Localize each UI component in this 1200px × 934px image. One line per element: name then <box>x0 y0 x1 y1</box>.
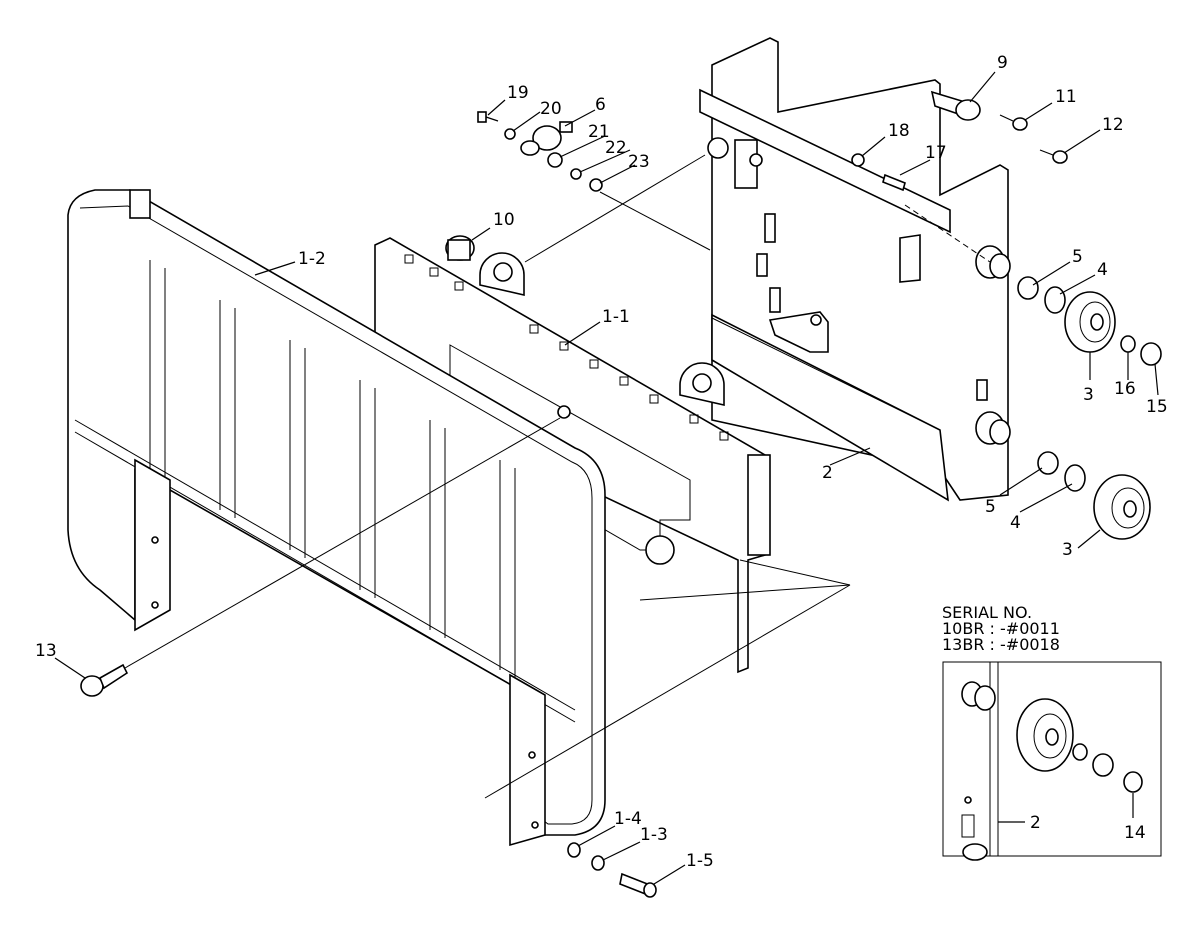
stud-part-17 <box>882 173 906 192</box>
callout-14: 14 <box>1124 823 1146 843</box>
ring-upper-part-5 <box>1017 276 1039 300</box>
spacer-lower-part-4 <box>1064 464 1086 492</box>
bolt-part-19 <box>477 111 499 123</box>
washer-part-16 <box>1120 335 1136 353</box>
callout-3-lower: 3 <box>1062 540 1073 560</box>
callout-20: 20 <box>540 99 562 119</box>
callout-1-3: 1-3 <box>640 825 668 845</box>
washer-part-20 <box>504 128 516 140</box>
roller-upper-part-3 <box>1064 291 1116 353</box>
washer-part-22 <box>570 168 582 180</box>
callout-labels: 19 20 6 21 22 23 9 11 12 18 17 10 1-2 1-… <box>35 53 1168 871</box>
bolt-part-12 <box>1039 149 1068 164</box>
callout-6: 6 <box>595 95 606 115</box>
shaft-part-9 <box>930 90 981 121</box>
bolt-part-1-5 <box>619 872 657 898</box>
callout-19: 19 <box>507 83 529 103</box>
ring-lower-part-5 <box>1037 451 1059 475</box>
callout-18: 18 <box>888 121 910 141</box>
callout-1-5: 1-5 <box>686 851 714 871</box>
callout-17: 17 <box>925 143 947 163</box>
washer-part-23 <box>589 178 603 192</box>
roller-lower-part-3 <box>1093 474 1151 540</box>
callout-22: 22 <box>605 138 627 158</box>
serial-line-13br: 13BR : -#0018 <box>942 635 1060 654</box>
carriage-frame-part-2 <box>699 37 1011 502</box>
callout-1-4: 1-4 <box>614 809 642 829</box>
callout-15: 15 <box>1146 397 1168 417</box>
callout-5-lower: 5 <box>985 497 996 517</box>
callout-2-inset: 2 <box>1030 813 1041 833</box>
bolt-part-11 <box>999 114 1028 131</box>
bushing-part-10 <box>445 235 475 261</box>
callout-10: 10 <box>493 210 515 230</box>
callout-2: 2 <box>822 463 833 483</box>
callout-16: 16 <box>1114 379 1136 399</box>
callout-11: 11 <box>1055 87 1077 107</box>
callout-21: 21 <box>588 122 610 142</box>
cap-part-15 <box>1140 342 1162 366</box>
assembly-lines <box>124 154 851 799</box>
inset-frame <box>942 661 1162 857</box>
serial-line-10br: 10BR : -#0011 <box>942 619 1060 638</box>
serial-title: SERIAL NO. <box>942 603 1032 622</box>
leader-lines <box>54 71 1159 885</box>
nut-part-13-target <box>557 405 571 419</box>
inset-snap-ring-part-14 <box>1123 771 1143 793</box>
callout-5-upper: 5 <box>1072 247 1083 267</box>
callout-9: 9 <box>997 53 1008 73</box>
guard-frame-part-1-2 <box>67 189 606 847</box>
washer-part-1-4 <box>567 842 581 858</box>
washer-part-1-3 <box>591 855 605 871</box>
pin-part-6 <box>520 121 573 156</box>
plate-notches <box>404 254 729 441</box>
inset-roller <box>1016 698 1074 772</box>
callout-3-upper: 3 <box>1083 385 1094 405</box>
bolt-part-13 <box>80 663 129 697</box>
callout-4-lower: 4 <box>1010 513 1021 533</box>
callout-13: 13 <box>35 641 57 661</box>
serial-inset: SERIAL NO. 10BR : -#0011 13BR : -#0018 2… <box>942 603 1162 861</box>
callout-1-2: 1-2 <box>298 249 326 269</box>
callout-23: 23 <box>628 152 650 172</box>
callout-4-upper: 4 <box>1097 260 1108 280</box>
nut-part-18 <box>851 153 865 167</box>
spacer-upper-part-4 <box>1044 286 1066 314</box>
washer-part-21 <box>547 152 563 168</box>
callout-1-1: 1-1 <box>602 307 630 327</box>
callout-12: 12 <box>1102 115 1124 135</box>
